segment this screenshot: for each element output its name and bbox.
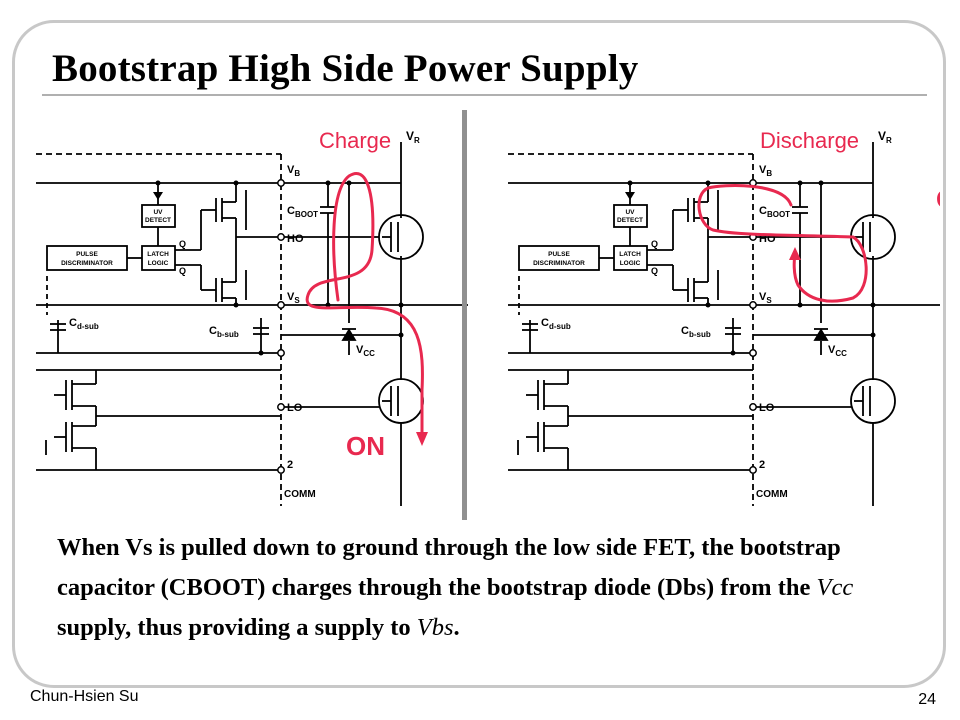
latch-label-2: LOGIC [620,260,641,267]
lo-label: LO [287,402,303,414]
circuit-svg: VR VB CBOOT HO VS VCC LO 2 COMM Cd-sub C… [508,128,940,506]
pulse-label-1: PULSE [548,251,570,258]
vr-label: VR [878,129,892,145]
pulse-label-2: DISCRIMINATOR [61,260,113,267]
cboot-label: CBOOT [759,205,790,219]
footer-author: Chun-Hsien Su [30,688,139,705]
ho-label: HO [287,233,304,245]
on-label: ON [346,431,385,461]
latch-label-1: LATCH [619,251,641,258]
cbsub-label: Cb-sub [681,325,711,339]
charge-path [305,172,428,446]
pin2-label: 2 [759,459,765,471]
vs-label: VS [759,291,772,305]
on-label: ON [936,184,940,214]
page-number: 24 [918,691,936,708]
lo-label: LO [759,402,775,414]
comm-label: COMM [756,489,788,500]
charge-circuit-diagram: VR VB CBOOT HO VS VCC LO 2 COMM Cd-sub C… [36,110,468,520]
vb-label: VB [759,164,772,178]
cbsub-label: Cb-sub [209,325,239,339]
slide-title: Bootstrap High Side Power Supply [52,47,639,90]
discharge-path [697,184,868,303]
charge-label: Charge [319,128,391,153]
discharge-circuit-diagram: VR VB CBOOT HO VS VCC LO 2 COMM Cd-sub C… [508,110,940,520]
cboot-label: CBOOT [287,205,318,219]
cdsub-label: Cd-sub [541,317,571,331]
title-underline [42,94,927,96]
pulse-label-2: DISCRIMINATOR [533,260,585,267]
qbar-label: Q [651,266,658,276]
diagram-divider [462,110,467,520]
circuit-svg: VR VB CBOOT HO VS VCC LO 2 COMM Cd-sub C… [36,128,468,506]
q-label: Q [651,239,658,249]
q-label: Q [179,239,186,249]
vb-label: VB [287,164,300,178]
slide-frame [12,20,946,688]
uv-detect-label-2: DETECT [145,217,171,224]
uv-detect-label-1: UV [153,209,163,216]
vcc-label: VCC [356,344,375,358]
vr-label: VR [406,129,420,145]
uv-detect-label-1: UV [625,209,635,216]
vs-label: VS [287,291,300,305]
latch-label-2: LOGIC [148,260,169,267]
qbar-label: Q [179,266,186,276]
latch-label-1: LATCH [147,251,169,258]
explanation-text: When Vs is pulled down to ground through… [57,534,854,641]
pulse-label-1: PULSE [76,251,98,258]
vcc-label: VCC [828,344,847,358]
discharge-label: Discharge [760,128,859,153]
comm-label: COMM [284,489,316,500]
cdsub-label: Cd-sub [69,317,99,331]
uv-detect-label-2: DETECT [617,217,643,224]
pin2-label: 2 [287,459,293,471]
